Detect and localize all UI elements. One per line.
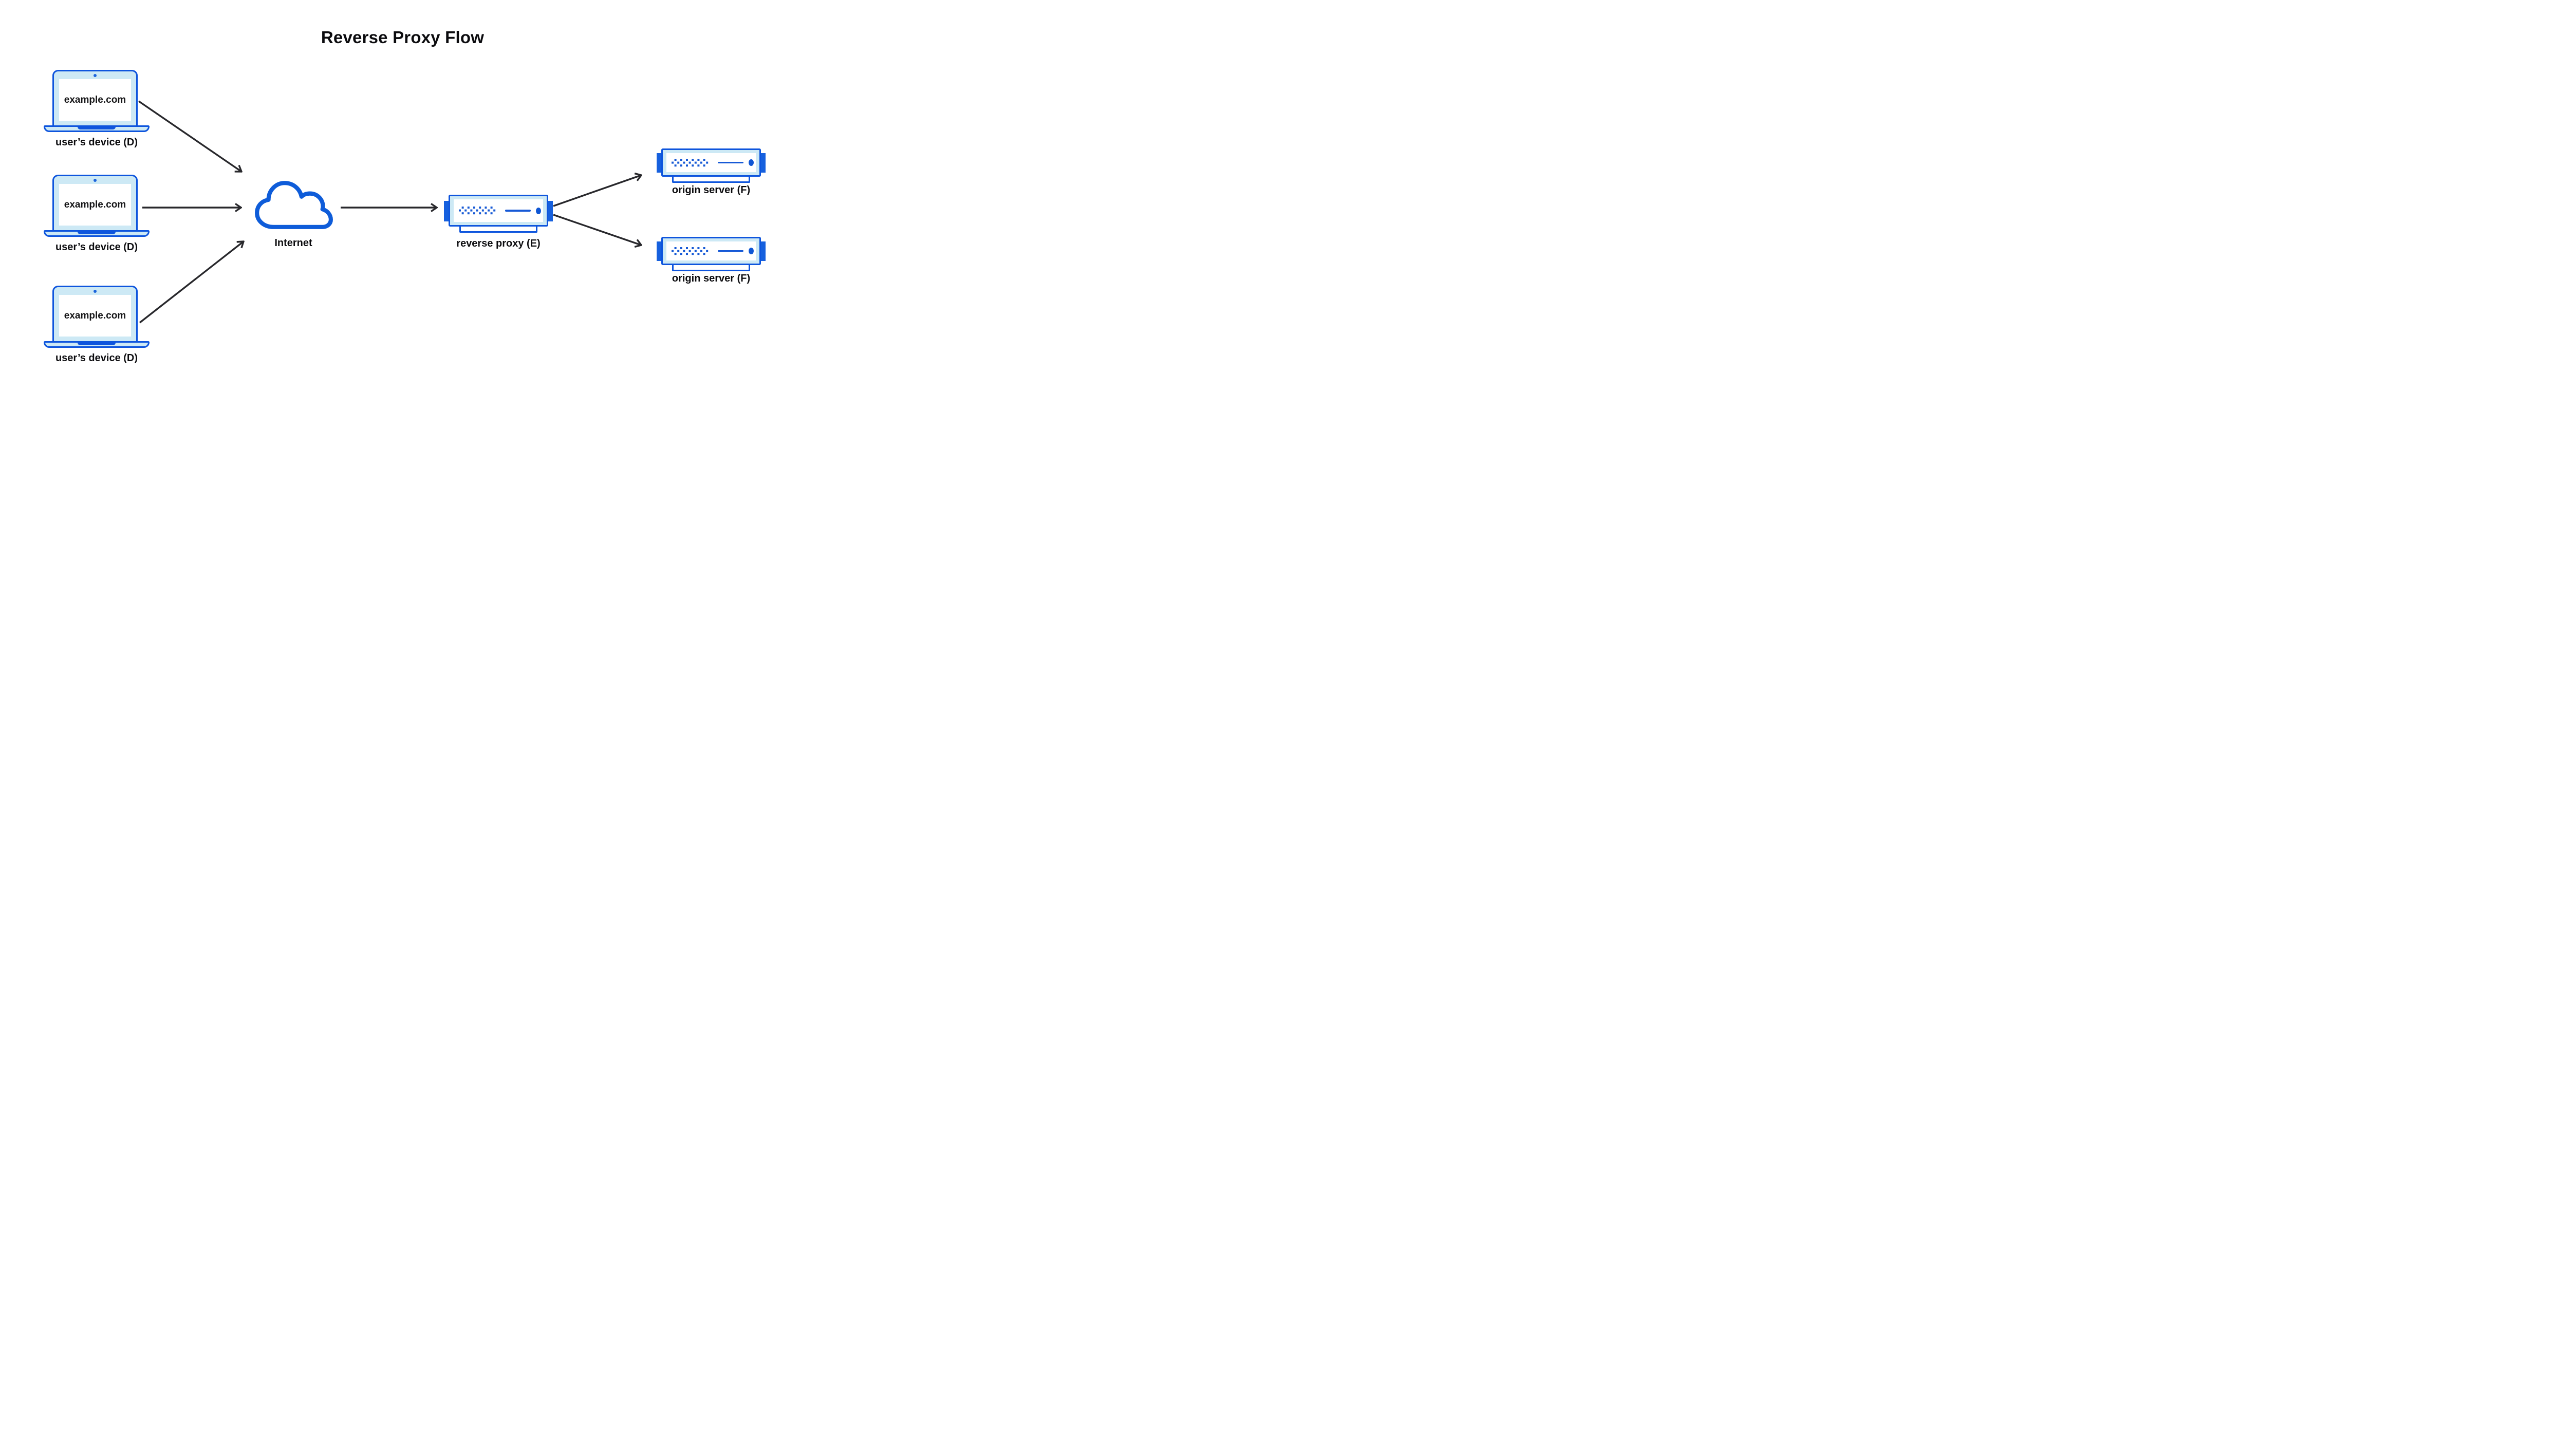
laptop-screen: example.com bbox=[59, 79, 131, 121]
server-front-panel bbox=[666, 241, 756, 260]
arrow-device1-to-internet bbox=[138, 100, 241, 172]
laptop-base-notch bbox=[78, 126, 116, 129]
origin-server-label: origin server (F) bbox=[672, 184, 751, 196]
vent-dots-icon bbox=[672, 247, 709, 255]
server-led-icon bbox=[536, 207, 541, 214]
device-label: user’s device (D) bbox=[55, 352, 138, 364]
origin-server-label: origin server (F) bbox=[672, 273, 751, 284]
arrow-proxy-to-origin1 bbox=[553, 175, 641, 207]
server-front-panel bbox=[454, 199, 543, 222]
device-label: user’s device (D) bbox=[55, 241, 138, 253]
laptop-base-notch bbox=[78, 231, 116, 234]
server-led-icon bbox=[749, 159, 754, 166]
laptop-body: example.com bbox=[52, 175, 138, 232]
user-device-2: example.com user’s device (D) bbox=[44, 175, 150, 253]
laptop-screen: example.com bbox=[59, 295, 131, 337]
webcam-dot-icon bbox=[94, 290, 97, 293]
diagram-canvas: Reverse Proxy Flow example.com user’s de… bbox=[0, 0, 805, 402]
origin-server-1: origin server (F) bbox=[657, 148, 766, 205]
screen-url-text: example.com bbox=[64, 94, 126, 105]
laptop-screen: example.com bbox=[59, 184, 131, 226]
laptop-body: example.com bbox=[52, 70, 138, 127]
server-front-panel bbox=[666, 153, 756, 172]
user-device-1: example.com user’s device (D) bbox=[44, 70, 150, 148]
server-body bbox=[661, 237, 761, 265]
internet-cloud-icon bbox=[255, 181, 333, 229]
webcam-dot-icon bbox=[94, 179, 97, 182]
vent-dots-icon bbox=[459, 207, 496, 215]
screen-url-text: example.com bbox=[64, 199, 126, 210]
user-device-3: example.com user’s device (D) bbox=[44, 286, 150, 364]
server-led-icon bbox=[749, 248, 754, 254]
laptop-body: example.com bbox=[52, 286, 138, 343]
laptop-base-notch bbox=[78, 342, 116, 345]
arrow-proxy-to-origin2 bbox=[553, 214, 641, 245]
origin-server-2: origin server (F) bbox=[657, 237, 766, 293]
server-slot-line bbox=[718, 250, 743, 252]
device-label: user’s device (D) bbox=[55, 137, 138, 148]
internet-label: Internet bbox=[274, 237, 312, 249]
server-slot-line bbox=[505, 210, 531, 212]
reverse-proxy: reverse proxy (E) bbox=[444, 195, 553, 251]
arrow-device3-to-internet bbox=[139, 241, 244, 324]
server-body bbox=[449, 195, 548, 227]
webcam-dot-icon bbox=[94, 74, 97, 77]
server-body bbox=[661, 148, 761, 177]
vent-dots-icon bbox=[672, 159, 709, 167]
server-slot-line bbox=[718, 161, 743, 164]
page-title: Reverse Proxy Flow bbox=[321, 28, 485, 47]
reverse-proxy-label: reverse proxy (E) bbox=[456, 238, 541, 249]
screen-url-text: example.com bbox=[64, 310, 126, 321]
